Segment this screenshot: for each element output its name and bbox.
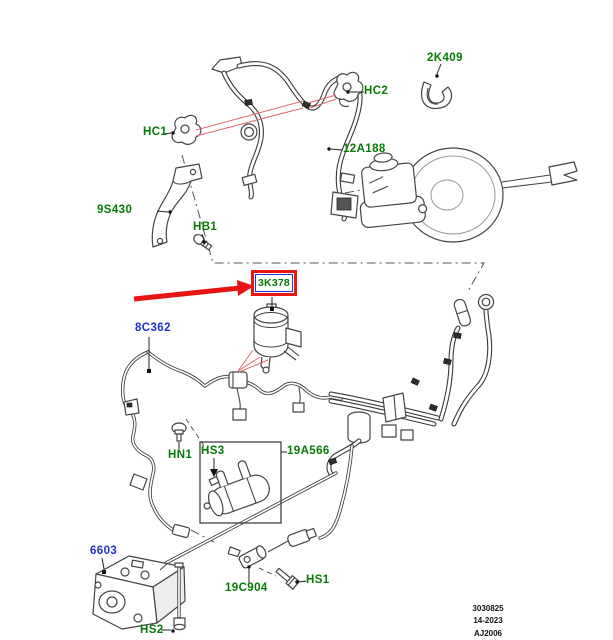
part-label-19a566[interactable]: 19A566 xyxy=(287,445,330,457)
sensor-cable-illustration xyxy=(227,444,354,577)
drawing-code: AJ2006 xyxy=(473,628,503,638)
highlighted-part-inner-border: 3K378 xyxy=(255,274,293,292)
pump-6603-illustration xyxy=(92,555,186,630)
sensor-19c904-illustration xyxy=(227,545,267,569)
part-label-hs1[interactable]: HS1 xyxy=(306,574,330,586)
brake-pipe-to-pump-illustration xyxy=(164,471,338,565)
bracket-9s430-illustration xyxy=(151,163,203,248)
clip-hc1-illustration xyxy=(171,114,202,145)
vacuum-valve-3k378-illustration xyxy=(253,303,302,374)
reservoir-19a566-illustration xyxy=(199,441,282,524)
part-label-hc1[interactable]: HC1 xyxy=(143,126,168,138)
clip-hc2-illustration xyxy=(333,71,364,108)
pink-leader-lines xyxy=(195,94,337,373)
bolt-hs2-illustration xyxy=(173,562,186,631)
screw-hs3-illustration xyxy=(208,458,220,487)
part-label-9s430[interactable]: 9S430 xyxy=(97,204,133,216)
master-cylinder-illustration xyxy=(359,152,428,229)
callout-leader-lines xyxy=(101,63,442,633)
drawing-date: 14-2023 xyxy=(473,616,503,626)
clip-2k409-illustration xyxy=(420,81,453,110)
part-label-6603[interactable]: 6603 xyxy=(90,545,118,557)
part-label-12a188[interactable]: 12A188 xyxy=(343,143,386,155)
part-label-hn1[interactable]: HN1 xyxy=(168,449,193,461)
part-label-hs3[interactable]: HS3 xyxy=(201,445,225,457)
part-label-hb1[interactable]: HB1 xyxy=(193,221,218,233)
drawing-reference-block: 3030825 14-2023 AJ2006 xyxy=(456,603,520,640)
drawing-number: 3030825 xyxy=(472,604,504,613)
bolt-hs1-illustration xyxy=(275,567,300,590)
part-label-hs2[interactable]: HS2 xyxy=(140,624,164,636)
part-label-2k409[interactable]: 2K409 xyxy=(427,52,463,64)
brake-booster-illustration xyxy=(359,147,578,243)
highlight-arrow-icon xyxy=(133,280,254,302)
vacuum-pipe-assembly-illustration xyxy=(211,56,363,222)
pipe-bundle-illustration xyxy=(326,293,495,477)
part-label-8c362[interactable]: 8C362 xyxy=(135,322,171,334)
pin-hn1-illustration xyxy=(171,422,187,442)
part-label-hc2[interactable]: HC2 xyxy=(364,85,389,97)
highlighted-part-label: 3K378 xyxy=(258,277,290,289)
part-label-19c904[interactable]: 19C904 xyxy=(225,582,268,594)
harness-8c362-illustration xyxy=(120,350,343,539)
highlighted-part-box[interactable]: 3K378 xyxy=(251,270,297,296)
